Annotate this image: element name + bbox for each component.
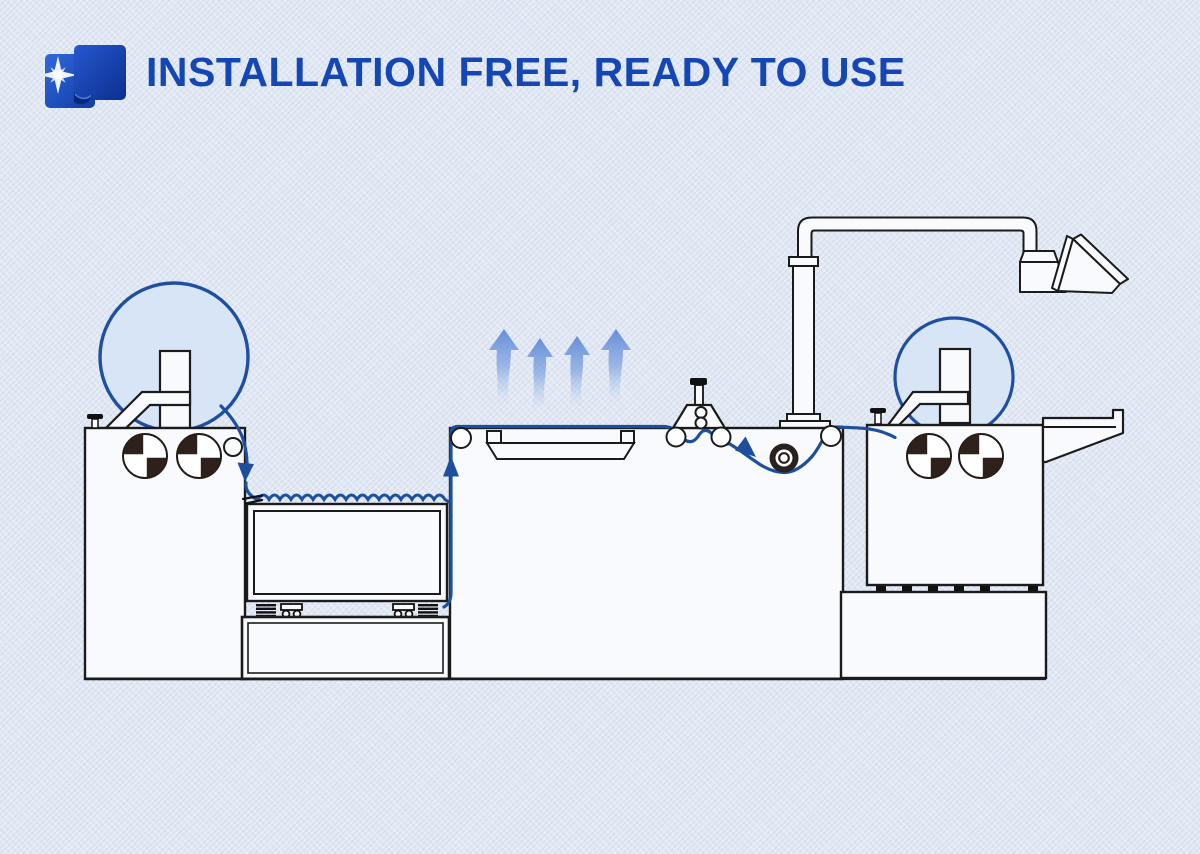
monitor-mount — [1019, 250, 1059, 263]
right-rewind-roll — [885, 316, 1015, 438]
quartered-rollers — [122, 433, 1004, 479]
guide-roller — [450, 427, 472, 449]
flattening-table — [240, 502, 451, 681]
quartered-roller — [122, 433, 168, 479]
tension-screw — [690, 378, 707, 385]
film-rolls-spark-icon — [45, 45, 126, 108]
nip-guide — [241, 494, 264, 505]
steam-arrow — [601, 329, 631, 403]
steam-arrows — [489, 329, 631, 410]
output-tray — [1041, 408, 1125, 464]
tension-roller — [694, 416, 708, 430]
icon-front-page — [74, 45, 126, 100]
foot-tabs — [876, 586, 1038, 592]
web-arrow-right — [735, 436, 756, 457]
roller-feet — [280, 603, 415, 619]
pedestal — [240, 615, 451, 681]
steam-arrow — [527, 338, 553, 410]
corrugated-web — [256, 493, 451, 504]
dancer-roller — [769, 443, 799, 473]
web-arrow-down — [237, 462, 254, 482]
steam-arrow — [564, 336, 590, 407]
adjust-knob — [870, 408, 886, 413]
page-title: INSTALLATION FREE, READY TO USE — [146, 49, 906, 95]
left-feeder-cabinet — [83, 414, 247, 681]
monitor-screen-face — [1057, 238, 1121, 294]
control-monitor — [1019, 233, 1129, 294]
lower-cabinet — [839, 590, 1048, 680]
support-column — [779, 216, 1038, 429]
quartered-roller — [176, 433, 222, 479]
guide-roller — [223, 437, 243, 457]
adjust-knob — [87, 414, 103, 419]
left-unwind-roll — [98, 281, 250, 433]
steam-arrow — [489, 329, 519, 404]
spark-icon — [45, 56, 77, 94]
quartered-roller — [958, 433, 1004, 479]
quartered-roller — [906, 433, 952, 479]
tension-roller — [710, 426, 732, 448]
tension-roller — [694, 406, 708, 419]
heating-tray — [485, 430, 636, 460]
tension-roller — [665, 426, 687, 448]
guide-roller — [820, 425, 842, 447]
guide-rollers — [223, 406, 842, 457]
